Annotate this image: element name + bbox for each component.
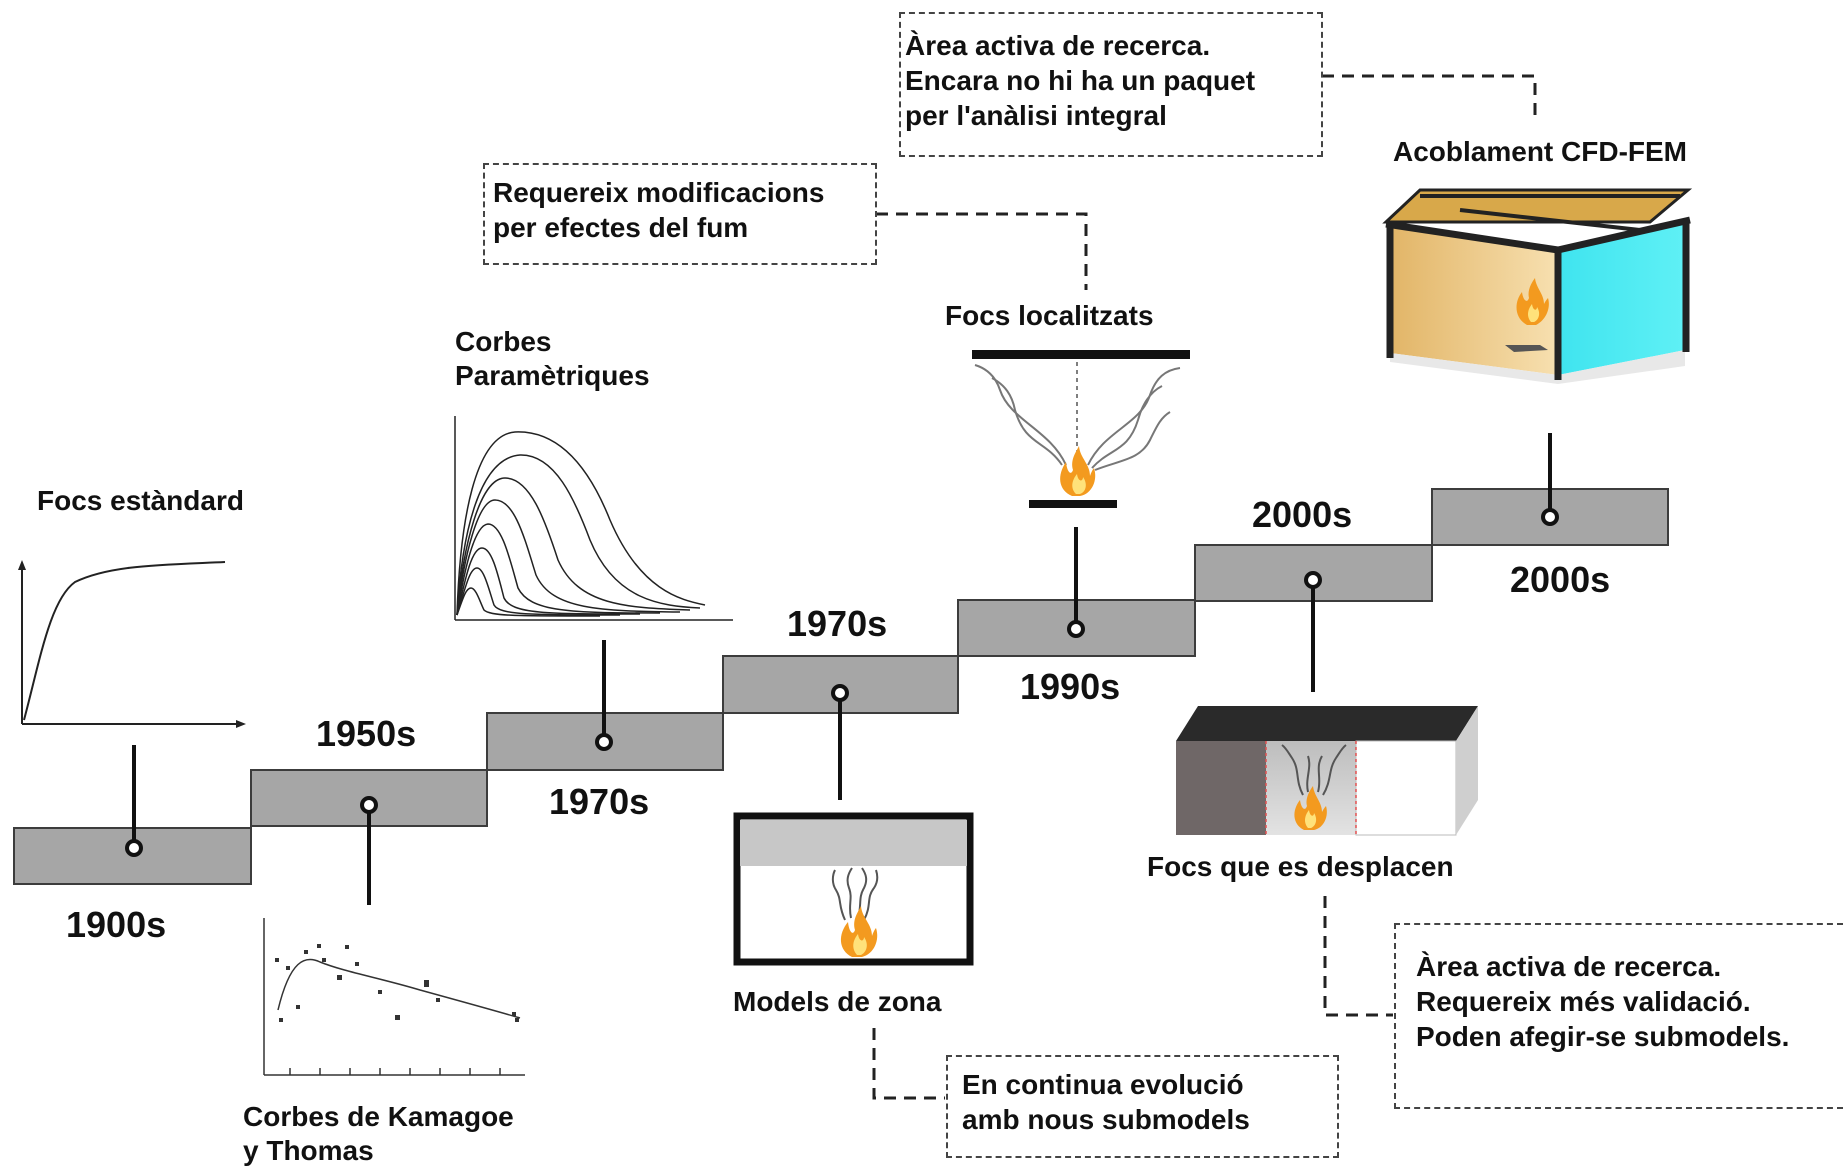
connector-stems: [132, 433, 1552, 905]
label-parametric-curves: Corbes Paramètriques: [455, 325, 650, 393]
note-localized-line-2: per efectes del fum: [493, 212, 749, 243]
connector-pins: [125, 508, 1559, 857]
label-kamagoe-thomas-line-1: Corbes de Kamagoe: [243, 1101, 514, 1132]
note-localized-line-1: Requereix modificacions: [493, 177, 825, 208]
note-travelling-line-2: Requereix més validació.: [1416, 986, 1751, 1017]
localized-fire-drawing: [972, 350, 1190, 508]
label-kamagoe-thomas: Corbes de Kamagoe y Thomas: [243, 1100, 514, 1168]
label-parametric-curves-line-2: Paramètriques: [455, 360, 650, 391]
note-travelling: Àrea activa de recerca. Requereix més va…: [1394, 923, 1843, 1109]
note-zone-models-line-2: amb nous submodels: [962, 1104, 1250, 1135]
cfd-fem-drawing: [1382, 188, 1693, 384]
label-localized-fires: Focs localitzats: [945, 300, 1154, 331]
year-label-2000s-b: 2000s: [1510, 559, 1611, 600]
kamagoe-thomas-chart: [263, 918, 525, 1076]
standard-fire-curve-chart: [18, 560, 246, 728]
year-label-1990s: 1990s: [1020, 666, 1121, 707]
label-kamagoe-thomas-line-2: y Thomas: [243, 1135, 374, 1166]
parametric-curves-chart: [454, 416, 733, 621]
year-label-1900s: 1900s: [66, 904, 167, 945]
year-label-1970s-a: 1970s: [549, 781, 650, 822]
travelling-fire-drawing: [1176, 706, 1478, 836]
note-zone-models-line-1: En continua evolució: [962, 1069, 1244, 1100]
label-zone-models: Models de zona: [733, 986, 942, 1017]
note-cfd-fem-line-2: Encara no hi ha un paquet: [905, 65, 1256, 96]
year-label-1950s: 1950s: [316, 713, 417, 754]
note-zone-models: En continua evolució amb nous submodels: [946, 1055, 1339, 1158]
note-cfd-fem-line-1: Àrea activa de recerca.: [905, 30, 1211, 61]
label-standard-fire: Focs estàndard: [37, 485, 244, 516]
note-travelling-line-1: Àrea activa de recerca.: [1416, 951, 1722, 982]
year-label-1970s-b: 1970s: [787, 603, 888, 644]
note-connectors: [872, 74, 1537, 1100]
note-cfd-fem: Àrea activa de recerca. Encara no hi ha …: [899, 12, 1323, 157]
note-travelling-line-3: Poden afegir-se submodels.: [1416, 1021, 1790, 1052]
note-localized: Requereix modificacions per efectes del …: [483, 163, 877, 265]
year-label-2000s-a: 2000s: [1252, 494, 1353, 535]
label-travelling-fires: Focs que es desplacen: [1147, 851, 1454, 882]
label-parametric-curves-line-1: Corbes: [455, 326, 552, 357]
note-cfd-fem-line-3: per l'anàlisi integral: [905, 100, 1167, 131]
label-cfd-fem: Acoblament CFD-FEM: [1393, 136, 1687, 167]
zone-model-drawing: [733, 812, 974, 966]
